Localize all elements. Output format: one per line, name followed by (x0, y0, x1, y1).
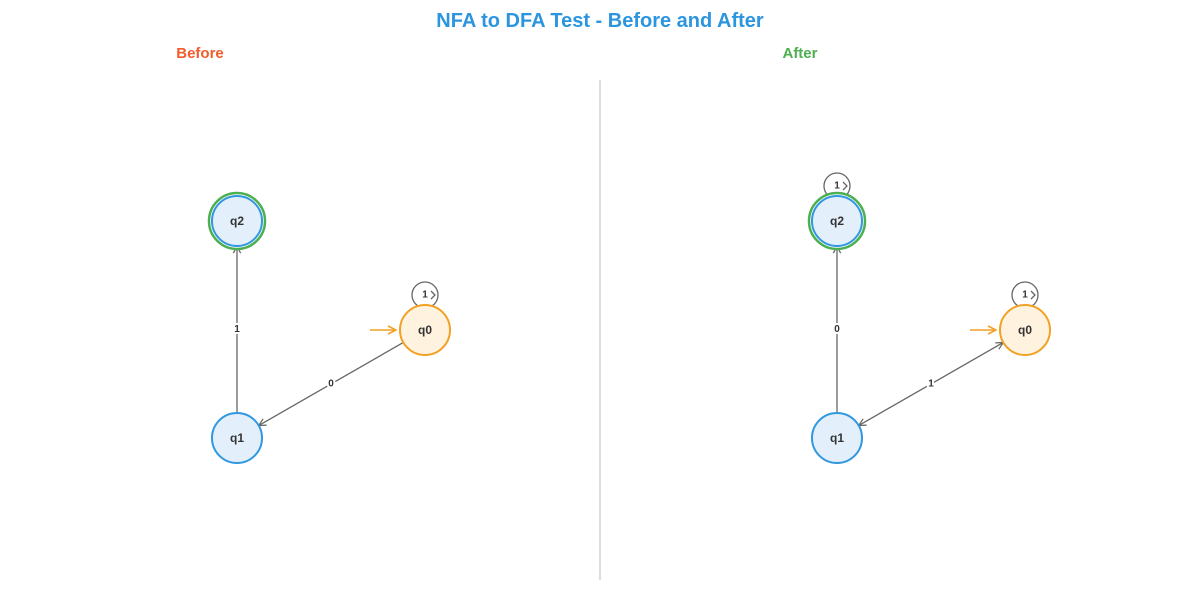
state-q0: q0 (399, 304, 451, 356)
self-loop-label: 1 (1022, 290, 1028, 301)
state-label: q2 (830, 214, 844, 228)
transition-q0-q1-q1-q0 (859, 342, 1004, 425)
panel-divider (599, 80, 601, 580)
self-loop-arrow (1030, 290, 1036, 300)
after-panel-title: After (782, 45, 818, 62)
self-loop-arrow (842, 181, 848, 191)
state-circle (811, 195, 863, 247)
state-q2: q2 (207, 191, 267, 251)
self-loop-label: 1 (834, 181, 840, 192)
state-label: q1 (830, 431, 844, 445)
state-label: q0 (418, 323, 432, 337)
transition-label: 0 (834, 324, 840, 335)
page-title: NFA to DFA Test - Before and After (436, 10, 764, 32)
self-loop-arrow (430, 290, 436, 300)
self-loop-label: 1 (422, 290, 428, 301)
before-panel-title: Before (176, 45, 224, 62)
state-q1: q1 (211, 412, 263, 464)
edges: 0 1 1 (232, 246, 439, 426)
state-circle (211, 195, 263, 247)
transition-label: 0 (328, 379, 334, 390)
state-label: q2 (230, 214, 244, 228)
after-graph: 1 0 1 1 q0 q1 q2 (807, 172, 1051, 464)
state-q0: q0 (999, 304, 1051, 356)
state-q1: q1 (811, 412, 863, 464)
before-graph: 0 1 1 q0 q1 q2 (207, 191, 451, 464)
state-label: q1 (230, 431, 244, 445)
state-label: q0 (1018, 323, 1032, 337)
state-q2: q2 (807, 191, 867, 251)
states: q0 q1 q2 (207, 191, 451, 464)
transition-q0-q1 (259, 341, 404, 425)
state-circle (999, 304, 1051, 356)
state-circle (399, 304, 451, 356)
states: q0 q1 q2 (807, 191, 1051, 464)
state-circle (811, 412, 863, 464)
transition-label: 1 (234, 324, 240, 335)
state-circle (211, 412, 263, 464)
transition-label: 1 (928, 379, 934, 390)
